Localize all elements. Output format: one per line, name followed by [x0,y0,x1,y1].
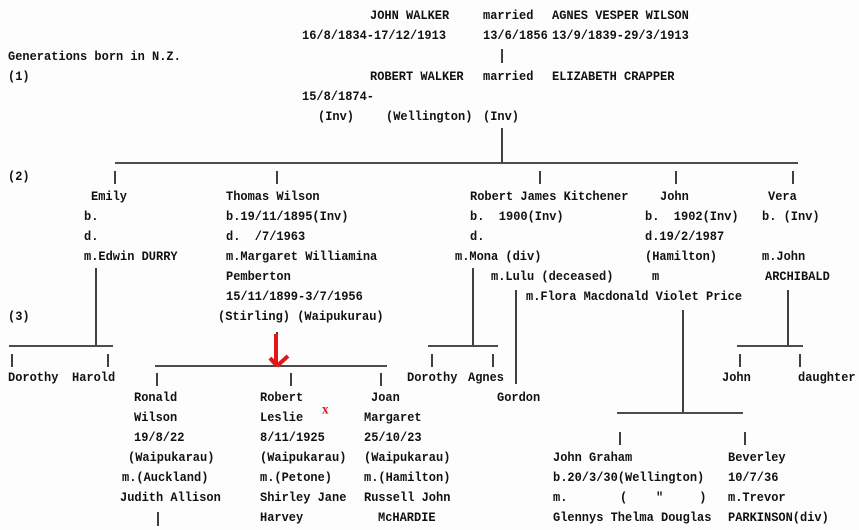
robert-leslie-married: m.(Petone) [260,470,333,486]
child-daughter: daughter [798,370,856,386]
married-label: married [483,8,534,24]
elizabeth-crapper-name: ELIZABETH CRAPPER [552,69,675,85]
marriage-place: (Wellington) [386,109,473,125]
red-arrow-icon [268,334,290,368]
ronald-surname: Wilson [134,410,178,426]
john-walker-dates: 16/8/1834-17/12/1913 [302,28,447,44]
vera-born: b. (Inv) [762,209,820,225]
robert-james-born: b. 1900(Inv) [470,209,564,225]
robert-james-name: Robert James Kitchener [470,189,629,205]
robert-leslie-spouse: Shirley Jane [260,490,347,506]
john-graham-married-place: ( " ) [620,490,707,506]
john-married: m [652,269,660,285]
ronald-name: Ronald [134,390,178,406]
vera-married: m.John [762,249,806,265]
generation-2-marker: (2) [8,169,30,185]
beverley-spouse: PARKINSON(div) [728,510,829,526]
marriage-date: 13/6/1856 [483,28,548,44]
vera-spouse-surname: ARCHIBALD [765,269,830,285]
ronald-place: (Waipukarau) [128,450,215,466]
child-dorothy: Dorothy [8,370,59,386]
thomas-name: Thomas Wilson [226,189,320,205]
joan-name: Joan [371,390,400,406]
generation-1-marker: (1) [8,69,30,85]
ronald-married: m.(Auckland) [122,470,209,486]
robert-james-married-lulu: m.Lulu (deceased) [491,269,614,285]
john-graham-born: b.20/3/30(Wellington) [553,470,705,486]
child-harold: Harold [72,370,116,386]
joan-spouse: Russell John [364,490,451,506]
joan-born: 25/10/23 [364,430,422,446]
beverley-married: m.Trevor [728,490,786,506]
robert-leslie-place: (Waipukarau) [260,450,347,466]
child-gordon: Gordon [497,390,541,406]
robert-leslie-born: 8/11/1925 [260,430,325,446]
robert-walker-dates: 15/8/1874- [302,89,375,105]
emily-married: m.Edwin DURRY [84,249,178,265]
robert-leslie-middle: Leslie [260,410,304,426]
john-name: John [660,189,689,205]
john-graham-married: m. [553,490,568,506]
ronald-spouse: Judith Allison [120,490,221,506]
thomas-spouse-places: (Stirling) (Waipukurau) [218,309,384,325]
beverley-born: 10/7/36 [728,470,779,486]
robert-james-died: d. [470,229,485,245]
child-dorothy-2: Dorothy [407,370,458,386]
john-walker-name: JOHN WALKER [370,8,450,24]
generation-3-marker: (3) [8,309,30,325]
married-label: married [483,69,534,85]
john-place: (Hamilton) [645,249,718,265]
robert-leslie-spouse-surname: Harvey [260,510,304,526]
thomas-born: b.19/11/1895(Inv) [226,209,349,225]
red-x-mark: x [322,400,329,417]
child-john: John [722,370,751,386]
emily-name: Emily [91,189,128,205]
thomas-spouse-dates: 15/11/1899-3/7/1956 [226,289,363,305]
robert-leslie-name: Robert [260,390,304,406]
agnes-wilson-name: AGNES VESPER WILSON [552,8,689,24]
emily-born: b. [84,209,99,225]
joan-spouse-surname: McHARDIE [378,510,436,526]
john-graham-spouse: Glennys Thelma Douglas [553,510,712,526]
vera-name: Vera [768,189,797,205]
john-died: d.19/2/1987 [645,229,725,245]
robert-james-married-flora: m.Flora Macdonald Violet Price [526,289,743,305]
beverley-name: Beverley [728,450,786,466]
robert-walker-name: ROBERT WALKER [370,69,464,85]
john-born: b. 1902(Inv) [645,209,739,225]
robert-walker-place: (Inv) [318,109,355,125]
ronald-born: 19/8/22 [134,430,185,446]
generations-label: Generations born in N.Z. [8,49,181,65]
agnes-wilson-dates: 13/9/1839-29/3/1913 [552,28,689,44]
thomas-spouse-surname: Pemberton [226,269,291,285]
elizabeth-place: (Inv) [483,109,520,125]
john-graham-name: John Graham [553,450,633,466]
joan-married: m.(Hamilton) [364,470,451,486]
child-agnes: Agnes [468,370,505,386]
emily-died: d. [84,229,99,245]
joan-place: (Waipukarau) [364,450,451,466]
joan-middle: Margaret [364,410,422,426]
robert-james-married-mona: m.Mona (div) [455,249,542,265]
thomas-died: d. /7/1963 [226,229,306,245]
thomas-married: m.Margaret Williamina [226,249,378,265]
